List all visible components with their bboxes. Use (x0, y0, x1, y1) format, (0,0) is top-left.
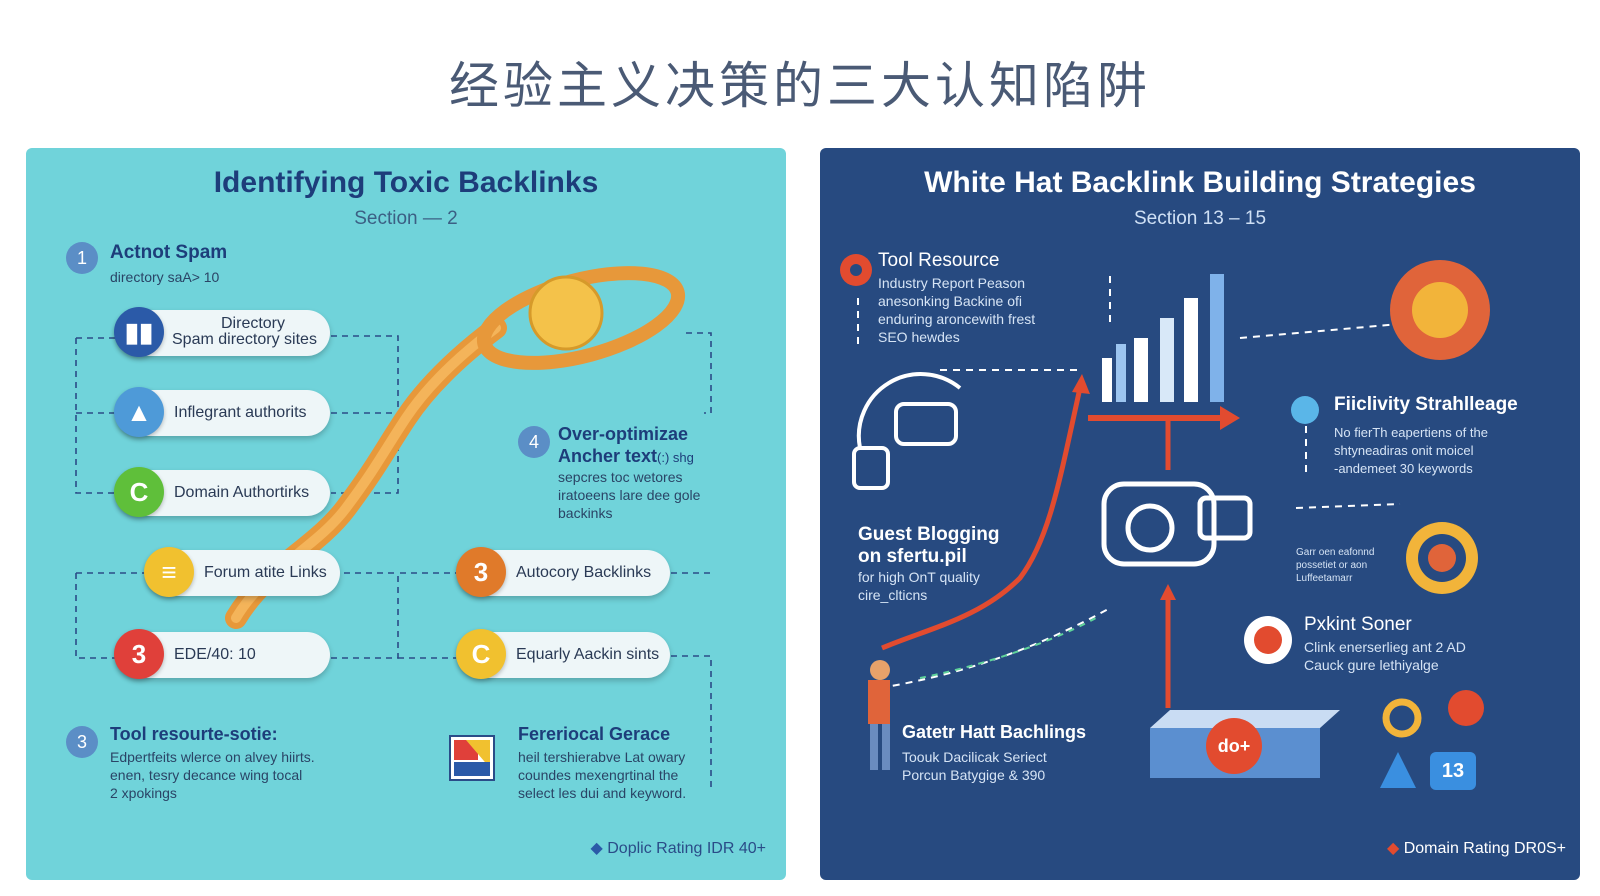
person-icon (868, 660, 890, 770)
pxkint-title: Pxkint Soner (1304, 614, 1412, 635)
right-footer-rating: ◆ Domain Rating DR0S+ (1386, 840, 1566, 857)
number-3-icon: 3 (114, 629, 164, 679)
small-caption: Garr oen eafonnd possetiet or aon Luffee… (1296, 547, 1375, 584)
item-1-text: directory saA> 10 (110, 269, 220, 285)
megaphone-icon (852, 372, 962, 490)
guest-title-2: on sfertu.pil (858, 546, 967, 567)
item-4-title-2: Ancher text(:) shg (558, 446, 694, 466)
pill-autocory-label: Autocory Backlinks (516, 564, 652, 581)
pxkint-text: Clink enerserlieg ant 2 AD Cauck gure le… (1304, 639, 1466, 673)
pill-directory-spam[interactable]: ▮▮ Directory Spam directory sites (114, 307, 330, 357)
pill-ede-label: EDE/40: 10 (174, 646, 256, 663)
bar-chart-icon: ▮▮ (114, 307, 164, 357)
pill-directory-label-2: Spam directory sites (172, 331, 317, 348)
facility-text: No fierTh eapertiens of the shtyneadiras… (1334, 425, 1488, 476)
pill-domain-authority[interactable]: C Domain Authortirks (114, 467, 330, 517)
facility-title: Fiiclivity Strahlleage (1334, 394, 1518, 415)
pill-forum-label: Forum atite Links (204, 564, 327, 581)
toxic-backlinks-panel: Identifying Toxic Backlinks Section — 2 … (26, 148, 786, 880)
block-5-text: heil tershierabve Lat owary coundes mexe… (518, 749, 687, 801)
rating-icon: ◆ (1386, 840, 1404, 857)
pill-autocory[interactable]: 3 Autocory Backlinks (456, 547, 670, 597)
c-letter-icon: C (114, 467, 164, 517)
bar-chart-icon (1102, 274, 1224, 402)
refresh-icon: C (456, 629, 506, 679)
tool-resource-title: Tool Resource (878, 250, 1000, 271)
block-5-title: Fereriocal Gerace (518, 724, 671, 744)
left-panel-section: Section — 2 (354, 208, 458, 229)
tool-resource-text: Industry Report Peason anesonking Backin… (878, 275, 1036, 345)
gatetr-title: Gatetr Hatt Bachlings (902, 722, 1087, 742)
number-13-badge: 13 (1441, 760, 1465, 782)
item-4-badge: 4 (518, 426, 550, 458)
pill-directory-label-1: Directory (221, 315, 286, 332)
image-frame-icon (449, 735, 495, 781)
pill-inflegrant[interactable]: ▲ Inflegrant authorits (114, 387, 330, 437)
pill-forum-links[interactable]: ≡ Forum atite Links (144, 547, 340, 597)
item-1-badge: 1 (66, 242, 98, 274)
engine-icon (1101, 481, 1253, 567)
right-panel-section: Section 13 – 15 (1133, 208, 1267, 229)
pill-equarly-label: Equarly Aackin sints (516, 646, 660, 663)
right-panel-title: White Hat Backlink Building Strategies (924, 166, 1476, 199)
user-icon: ▲ (114, 387, 164, 437)
item-3-badge: 3 (66, 726, 98, 758)
pill-inflegrant-label: Inflegrant authorits (174, 404, 307, 421)
pill-ede[interactable]: 3 EDE/40: 10 (114, 629, 330, 679)
gatetr-text: Toouk Dacilicak Seriect Porcun Batygige … (902, 749, 1047, 783)
guest-title-1: Guest Blogging (858, 524, 1000, 545)
pill-equarly[interactable]: C Equarly Aackin sints (456, 629, 670, 679)
page-title: 经验主义决策的三大认知陷阱 (449, 57, 1151, 115)
item-4-title-1: Over-optimizae (558, 424, 689, 444)
left-footer-rating: ◆ Doplic Rating IDR 40+ (590, 840, 767, 857)
item-4-text: sepcres toc wetores iratoeens lare dee g… (558, 469, 701, 521)
guest-text: for high OnT quality cire_clticns (858, 569, 980, 603)
strategy-illustration (840, 254, 1490, 790)
white-hat-panel: White Hat Backlink Building Strategies S… (820, 148, 1580, 880)
item-3-text: Edpertfeits wlerce on alvey hiirts. enen… (110, 749, 315, 801)
rating-icon: ◆ (590, 840, 608, 857)
left-panel-title: Identifying Toxic Backlinks (213, 166, 599, 199)
number-3-icon: 3 (456, 547, 506, 597)
item-3-title: Tool resourte-sotie: (110, 724, 278, 744)
pill-domain-label: Domain Authortirks (174, 484, 310, 501)
do-plus-badge: do+ (1206, 718, 1262, 774)
document-icon: ≡ (144, 547, 194, 597)
item-1-title: Actnot Spam (110, 242, 228, 263)
